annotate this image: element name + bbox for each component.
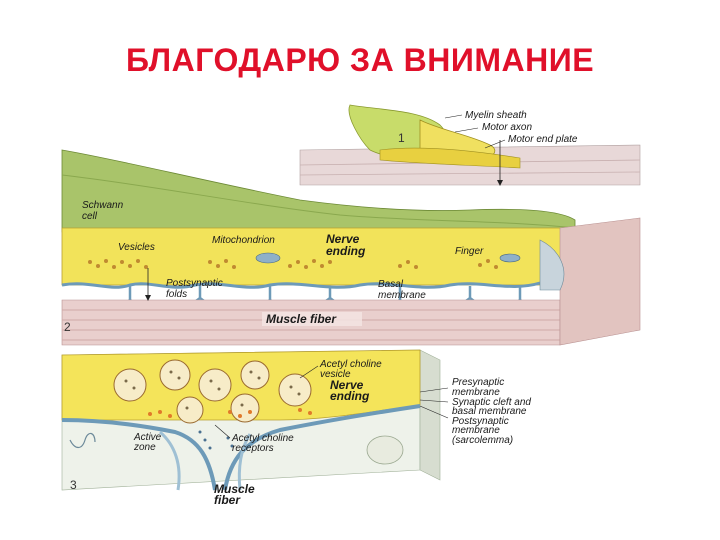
mitochondrion: [255, 252, 281, 264]
label-presynaptic-membrane: membrane: [452, 387, 500, 398]
label-vesicles: Vesicles: [118, 242, 155, 253]
label-nerve: Nerve: [326, 232, 360, 246]
label-basal-membrane: basal membrane: [452, 406, 527, 417]
nerve-ending-block: [61, 227, 573, 286]
panel-number-2: 2: [64, 320, 71, 334]
synaptic-cleft: [61, 418, 217, 491]
label-schwann-cell: cell: [82, 211, 98, 222]
label-myelin-sheath: Myelin sheath: [465, 110, 527, 121]
postsynaptic-folds: [61, 281, 541, 289]
motor-end-plate: [379, 147, 521, 169]
label-postsynaptic-membrane: membrane: [452, 425, 500, 436]
label-muscle-fiber: Muscle fiber: [266, 312, 337, 326]
panel-number-1: 1: [398, 131, 405, 145]
panel-1: 1 Myelin sheath Motor axon Motor end pla…: [299, 104, 641, 186]
label-ach-receptors: Acetyl choline: [231, 433, 294, 444]
label-active: Active: [133, 432, 162, 443]
panel-3: 3 Acetyl choline vesicle Nerve ending Pr…: [61, 349, 531, 507]
slide-title: БЛАГОДАРЮ ЗА ВНИМАНИЕ: [125, 42, 595, 78]
label-nerve-3: Nerve: [330, 378, 364, 392]
label-zone: zone: [133, 442, 156, 453]
label-ending: ending: [326, 244, 366, 258]
panel-2: 2 Schwann cell Mitochondrion Nerve endin…: [61, 149, 641, 346]
label-basal: Basal: [378, 279, 404, 290]
vesicles-group: [88, 259, 498, 269]
label-schwann: Schwann: [82, 200, 124, 211]
label-motor-axon: Motor axon: [482, 122, 532, 133]
label-folds: folds: [166, 289, 187, 300]
label-synaptic-cleft: Synaptic cleft and: [452, 397, 531, 408]
label-postsynaptic: Postsynaptic: [166, 278, 223, 289]
label-membrane: membrane: [378, 290, 426, 301]
label-receptors: receptors: [232, 443, 274, 454]
label-ending-3: ending: [330, 389, 370, 403]
label-presynaptic: Presynaptic: [452, 377, 504, 388]
label-acetyl-choline: Acetyl choline: [319, 359, 382, 370]
label-fiber: fiber: [214, 493, 241, 507]
label-finger: Finger: [455, 246, 484, 257]
panel-number-3: 3: [70, 478, 77, 492]
label-sarcolemma: (sarcolemma): [452, 435, 513, 446]
schwann-cell: [61, 149, 576, 233]
panel3-nerve-ending: [61, 349, 421, 421]
label-motor-end-plate: Motor end plate: [508, 134, 578, 145]
label-vesicle: vesicle: [320, 369, 351, 380]
label-muscle: Muscle: [214, 482, 255, 496]
label-postsynaptic-3: Postsynaptic: [452, 416, 509, 427]
acetylcholine-vesicles: [113, 359, 312, 424]
label-mitochondrion: Mitochondrion: [212, 235, 275, 246]
